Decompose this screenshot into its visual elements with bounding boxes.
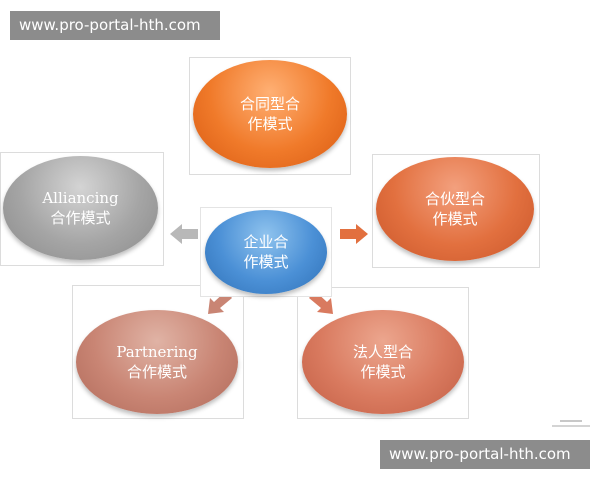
node-right-line1: 合伙型合 (424, 190, 485, 208)
tiny-credit-text (552, 420, 590, 427)
arrow-to-left (170, 224, 198, 244)
node-top-line2: 作模式 (247, 115, 293, 133)
node-bottom-right-line2: 作模式 (360, 363, 406, 381)
node-enterprise-cooperation: 企业合 作模式 (205, 210, 327, 294)
node-left-line2: 合作模式 (50, 209, 111, 227)
node-bottom-right-line1: 法人型合 (352, 343, 413, 361)
node-partnership-cooperation: 合伙型合 作模式 (376, 157, 534, 261)
node-corporate-cooperation: 法人型合 作模式 (302, 310, 464, 414)
watermark-bottom: www.pro-portal-hth.com (380, 440, 590, 469)
node-center-line2: 作模式 (243, 253, 289, 271)
node-center-line1: 企业合 (243, 233, 289, 251)
node-top-line1: 合同型合 (239, 95, 300, 113)
watermark-top: www.pro-portal-hth.com (10, 11, 220, 40)
node-contract-cooperation: 合同型合 作模式 (193, 60, 347, 168)
arrow-to-right (340, 224, 368, 244)
node-bottom-left-line1: Partnering (116, 343, 198, 361)
node-right-line2: 作模式 (432, 210, 478, 228)
node-left-line1: Alliancing (42, 189, 119, 207)
node-bottom-left-line2: 合作模式 (126, 363, 187, 381)
node-alliancing-cooperation: Alliancing 合作模式 (3, 156, 158, 260)
source-credit-mark (548, 418, 594, 432)
node-partnering-cooperation: Partnering 合作模式 (76, 310, 238, 414)
